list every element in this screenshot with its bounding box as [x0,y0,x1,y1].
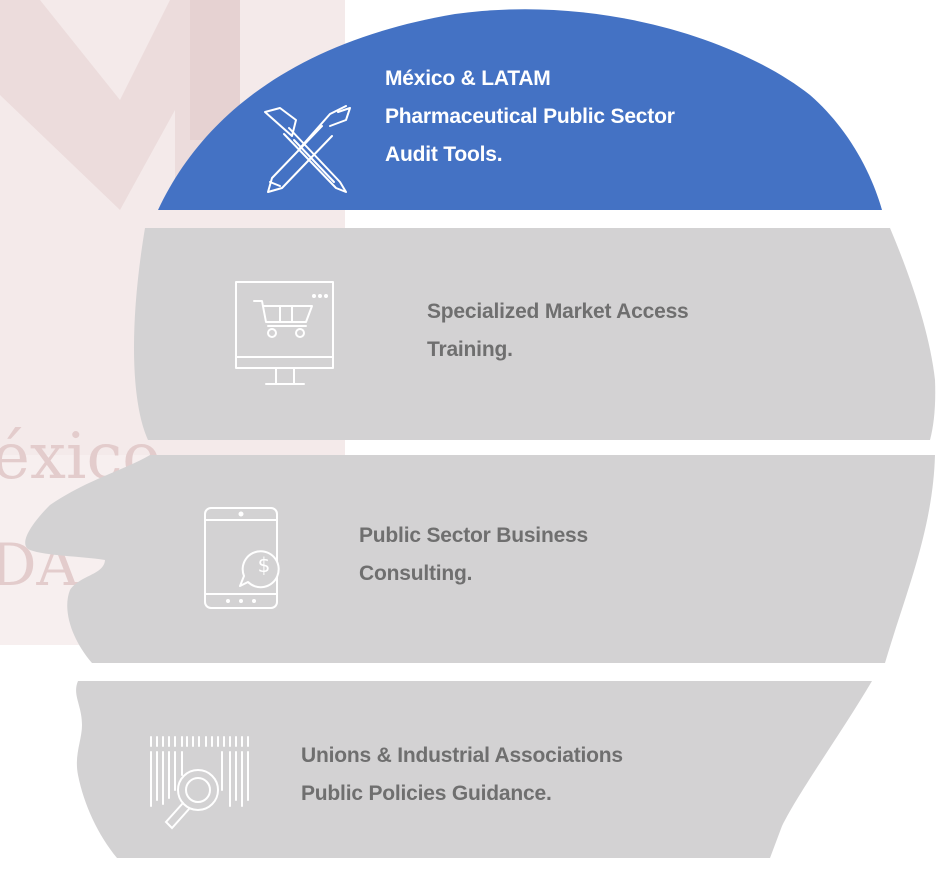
band-3-label: Public Sector Business Consulting. [359,517,588,593]
barcode-magnifier-icon [150,736,249,830]
band-3-line-2: Consulting. [359,562,473,585]
band-4-label: Unions & Industrial Associations Public … [301,737,623,813]
pencil-brush-crossed-icon [264,105,351,193]
band-1-line-2: Pharmaceutical Public Sector [385,105,675,128]
band-market-access [133,228,936,440]
band-1-line-1: México & LATAM [385,67,551,90]
band-2-line-1: Specialized Market Access [427,300,689,323]
band-4-line-1: Unions & Industrial Associations [301,744,623,767]
band-audit-tools [158,9,882,210]
band-public-policies [76,681,873,858]
band-3-line-1: Public Sector Business [359,524,589,547]
band-1-label: México & LATAM Pharmaceutical Public Sec… [385,60,675,174]
band-4-line-2: Public Policies Guidance. [301,782,552,805]
svg-text:$: $ [258,553,271,577]
band-2-line-2: Training. [427,338,513,361]
band-1-line-3: Audit Tools. [385,143,503,166]
tablet-dollar-icon: $ [204,507,280,609]
band-2-label: Specialized Market Access Training. [427,293,689,369]
shopping-cart-monitor-icon [235,281,334,385]
